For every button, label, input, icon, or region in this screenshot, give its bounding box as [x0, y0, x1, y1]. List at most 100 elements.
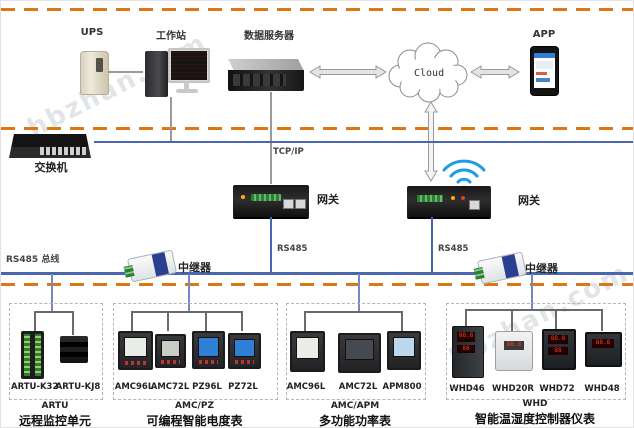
- switch-label: 交换机: [34, 161, 68, 174]
- data-server-label: 数据服务器: [244, 31, 294, 42]
- device-detail: [60, 342, 88, 347]
- rs485-right-label: RS485: [438, 244, 469, 254]
- gateway-terminal-block: [251, 194, 281, 201]
- tcpip-bus-line: [94, 141, 633, 143]
- device-whd46: 88.8 88: [452, 326, 484, 378]
- server-top-face: [228, 59, 304, 71]
- meter-buttons: [198, 360, 219, 365]
- gateway-led: [451, 196, 455, 200]
- dist-bar-g1: [34, 311, 73, 313]
- arrow-cloud-app: [470, 65, 520, 79]
- cloud-label: Cloud: [414, 68, 445, 79]
- server-drive-slots: [232, 74, 286, 86]
- meter-buttons: [161, 359, 180, 364]
- device-label: APM800: [382, 382, 422, 392]
- meter-screen: [234, 338, 255, 358]
- rs485-bus-label: RS485 总线: [6, 255, 60, 265]
- phone-screen-content: [536, 78, 550, 82]
- meter-buttons: [234, 360, 255, 365]
- gateway-eth-port: [469, 200, 480, 210]
- device-label: AMC96L: [286, 382, 326, 392]
- group-box-whd: [446, 303, 626, 400]
- drop-group3: [358, 274, 360, 312]
- dist-drop: [34, 311, 36, 331]
- device-whd48: 88.8: [585, 332, 622, 367]
- device-amc96l: [118, 331, 153, 370]
- gateway-terminal-block: [417, 195, 443, 202]
- rs485-bus-line: [1, 272, 633, 275]
- dist-drop: [304, 311, 306, 331]
- group-name-label: 智能温湿度控制器仪表: [474, 412, 595, 426]
- dist-drop: [555, 309, 557, 329]
- gateway-right-device: [407, 186, 491, 217]
- divider-dashed-top: [1, 8, 633, 11]
- rs485-left-line: [270, 217, 272, 273]
- terminal-strip: [24, 333, 30, 377]
- device-label: PZ72L: [228, 382, 258, 392]
- meter-screen: [393, 337, 415, 358]
- repeater-stripe: [501, 254, 519, 279]
- whd-display: 88: [548, 347, 568, 355]
- group-series-label: AMC/PZ: [175, 401, 214, 411]
- device-whd20r: 88.8: [495, 331, 533, 371]
- ups-panel: [96, 58, 103, 72]
- device-label: WHD72: [539, 384, 575, 394]
- device-label: ARTU-K32: [11, 382, 59, 392]
- device-pz96l: [192, 331, 225, 369]
- dist-drop: [72, 311, 74, 335]
- whd-display: 88.8: [592, 339, 614, 348]
- device-artu-kj8: [60, 336, 88, 363]
- meter-screen: [160, 339, 181, 358]
- dist-drop: [241, 311, 243, 331]
- link-server-gateway: [270, 92, 272, 184]
- ups-device: [80, 51, 109, 95]
- tcpip-label: TCP/IP: [273, 147, 304, 157]
- meter-screen: [198, 337, 219, 357]
- device-artu-k32: [21, 331, 44, 379]
- phone-screen-content: [536, 61, 553, 69]
- repeater-terminal: [473, 266, 485, 280]
- repeater-left-label: 中继器: [178, 261, 211, 274]
- dist-drop: [601, 309, 603, 331]
- device-pz72l: [228, 333, 261, 369]
- monitor-screen: [171, 51, 207, 80]
- dist-drop: [401, 311, 403, 331]
- phone-screen: [534, 53, 555, 88]
- device-label: WHD48: [584, 384, 620, 394]
- meter-screen: [296, 337, 319, 359]
- dist-drop: [131, 311, 133, 331]
- terminal-strip: [35, 333, 41, 377]
- arrow-server-cloud: [309, 65, 387, 79]
- group-name-label: 远程监控单元: [18, 414, 91, 428]
- meter-screen: [124, 337, 147, 358]
- device-amc72l-2: [338, 333, 381, 373]
- device-whd72: 88.8 88: [542, 329, 576, 370]
- device-label: WHD20R: [492, 384, 534, 394]
- workstation-label: 工作站: [156, 31, 186, 42]
- workstation-monitor: [168, 48, 210, 83]
- link-ups-workstation: [108, 71, 143, 73]
- device-label: PZ96L: [192, 382, 222, 392]
- group-box-amcpz: [113, 303, 278, 400]
- switch-device: [9, 134, 91, 158]
- device-label: AMC72L: [150, 382, 190, 392]
- monitor-stand: [184, 81, 189, 89]
- link-workstation-tcpip: [170, 97, 172, 142]
- repeater-right-label: 中继器: [525, 262, 558, 275]
- device-apm800: [387, 331, 421, 370]
- meter-buttons: [124, 361, 147, 366]
- app-phone-device: [530, 46, 559, 96]
- divider-dashed-middle: [1, 127, 633, 130]
- workstation-tower: [145, 51, 168, 97]
- group-series-label: AMC/APM: [330, 401, 380, 411]
- cloud-shape: [388, 42, 468, 103]
- whd-display: 88.8: [457, 332, 475, 342]
- dist-drop: [167, 311, 169, 331]
- switch-ports: [40, 147, 87, 155]
- device-detail: [60, 352, 88, 357]
- gateway-led: [461, 196, 465, 200]
- dist-bar-g4: [465, 309, 602, 311]
- device-amc72l: [155, 334, 186, 368]
- group-series-label: ARTU: [41, 401, 69, 411]
